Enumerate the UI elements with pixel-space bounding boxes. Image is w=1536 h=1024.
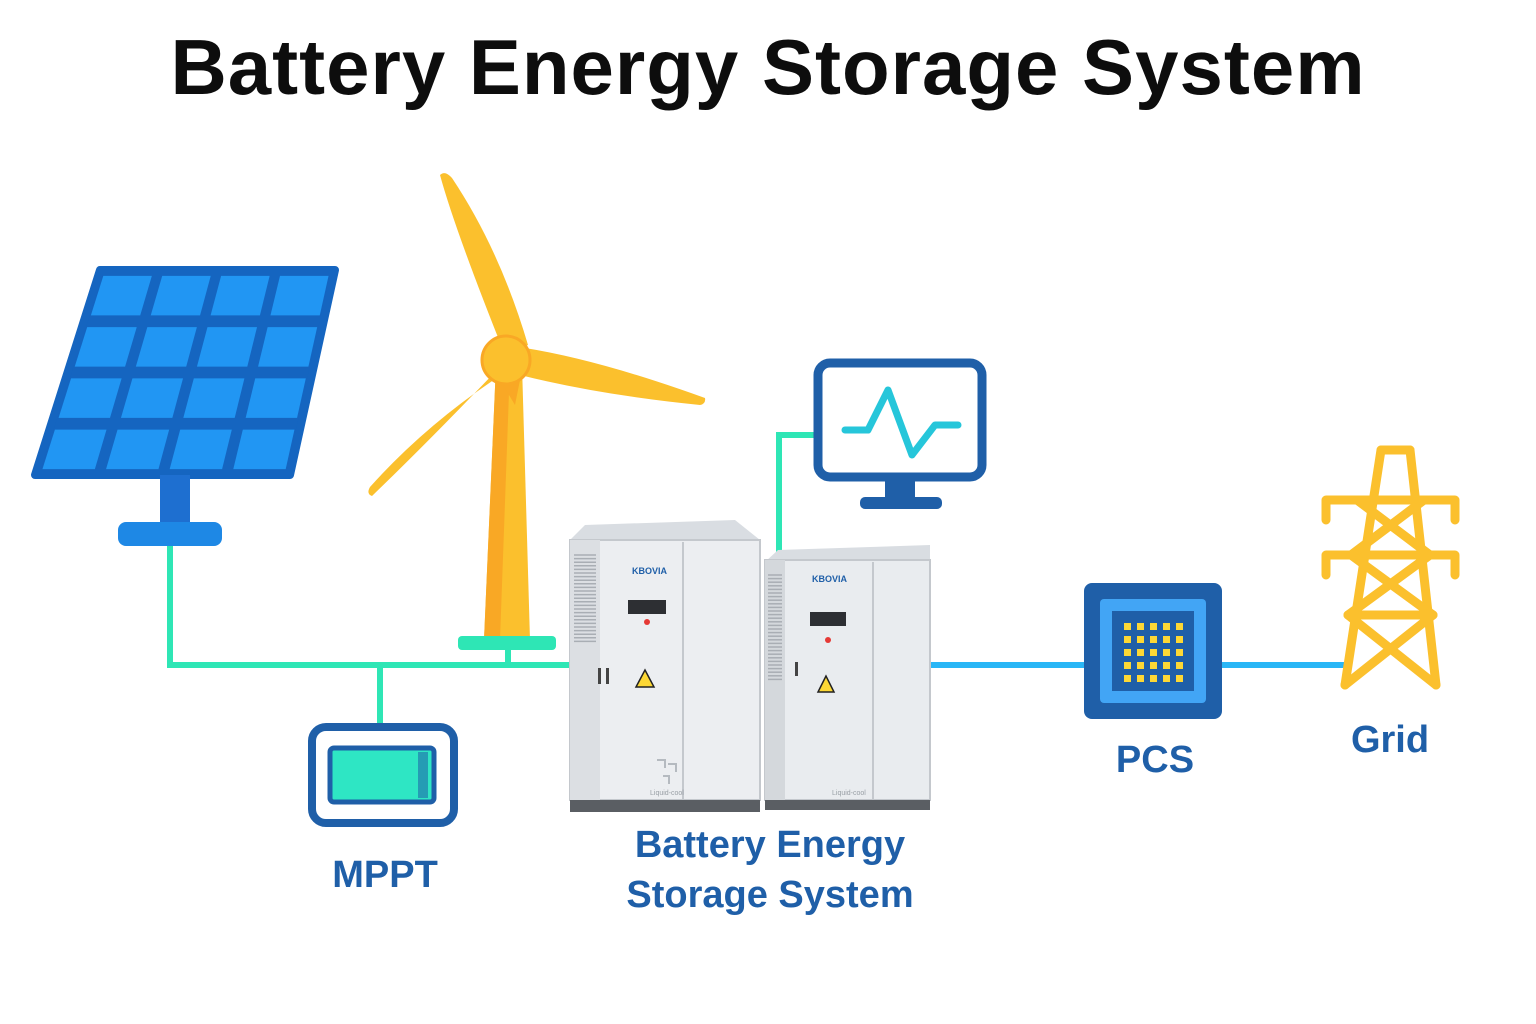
cabinet-brand-left: KBOVIA [632,566,668,576]
pcs-dot [1163,636,1170,643]
pcs-label: PCS [1115,739,1195,781]
pcs-dot [1137,662,1144,669]
monitor-icon [813,358,987,509]
solar-cell [233,429,295,470]
solar-cell [106,429,170,470]
solar-cell [169,429,232,470]
pcs-dot [1176,623,1183,630]
solar-cell [196,327,258,367]
cabinet-footer-right: Liquid-cool [832,790,866,797]
solar-cell [183,378,245,418]
bess-label: Battery Energy Storage System [570,820,970,920]
pcs-dot [1137,623,1144,630]
solar-cell [135,327,197,367]
pcs-dot [1137,649,1144,656]
pcs-dot [1150,623,1157,630]
solar-cell [42,429,107,470]
transmission-tower-icon [1321,445,1460,690]
solar-cell [58,378,122,418]
solar-panel-icon [31,266,339,546]
battery-cabinet-left: KBOVIA Liquid-cool [569,520,761,812]
cabinet-footer-left: Liquid-cool [650,790,684,797]
solar-cell [74,327,137,367]
pcs-dot [1163,623,1170,630]
pcs-dot [1124,623,1131,630]
pcs-dot [1163,675,1170,682]
battery-cabinet-right: KBOVIA Liquid-cool [764,545,931,810]
mppt-controller-icon [308,723,458,827]
pcs-dot [1176,675,1183,682]
battery-cabinet-icon: KBOVIA Liquid-cool KBOVIA Liquid-cool [569,520,931,812]
pcs-dot [1150,675,1157,682]
dc-bus-wiring [167,432,820,725]
pcs-dot [1150,636,1157,643]
solar-cell [245,378,306,418]
solar-cell [90,275,152,316]
wind-turbine-icon [368,173,706,650]
pcs-dot [1124,662,1131,669]
pcs-dot [1163,649,1170,656]
pcs-dot [1176,636,1183,643]
pcs-dot [1137,636,1144,643]
pcs-inverter-icon [1084,583,1222,719]
grid-label: Grid [1350,719,1430,761]
pcs-dot [1176,649,1183,656]
pcs-dot [1124,675,1131,682]
pcs-dot [1137,675,1144,682]
solar-cell [270,275,329,316]
bess-label-line1: Battery Energy [634,824,906,866]
mppt-label: MPPT [332,854,438,896]
pcs-dot [1124,649,1131,656]
solar-cell [120,378,184,418]
pcs-dot [1163,662,1170,669]
pcs-dot [1150,662,1157,669]
solar-cell [150,275,211,316]
pcs-dot [1124,636,1131,643]
pcs-dot [1150,649,1157,656]
solar-cell [210,275,270,316]
diagram-title: Battery Energy Storage System [170,23,1366,111]
solar-cell [258,327,318,367]
cabinet-brand-right: KBOVIA [812,574,848,584]
pcs-dot [1176,662,1183,669]
bess-label-line2: Storage System [626,874,914,916]
